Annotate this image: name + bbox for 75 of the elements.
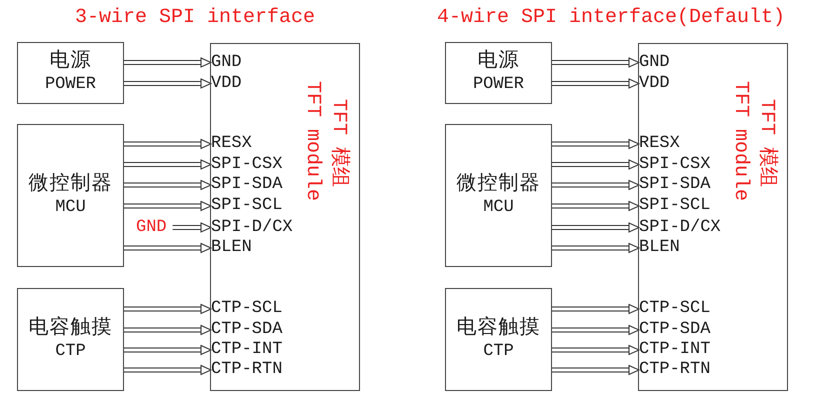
arrow — [124, 345, 212, 355]
vertical-label: TFT module — [301, 80, 323, 202]
pin-label: CTP-SCL — [639, 300, 710, 318]
pin-label: SPI-SCL — [211, 197, 282, 215]
arrow — [124, 160, 212, 170]
pin-label: CTP-INT — [211, 341, 282, 359]
arrow — [124, 139, 212, 149]
component-box — [445, 124, 552, 267]
arrow — [552, 222, 640, 232]
box-label: 电容触摸 — [456, 316, 540, 340]
vertical-label: TFT 模组 — [755, 99, 777, 187]
pin-label: SPI-D/CX — [211, 218, 293, 236]
pin-label: BLEN — [639, 239, 680, 257]
pin-label: CTP-SDA — [639, 321, 710, 339]
arrow — [124, 304, 212, 314]
component-box — [17, 42, 124, 104]
arrow — [124, 243, 212, 253]
pin-label: CTP-RTN — [211, 361, 282, 379]
text-label: 3-wire SPI interface — [75, 6, 316, 30]
vertical-label: TFT 模组 — [327, 99, 349, 187]
box-label: 电容触摸 — [28, 316, 112, 340]
module-box — [210, 43, 360, 391]
pin-label: GND — [211, 54, 242, 72]
box-label: MCU — [55, 196, 86, 218]
pin-label: SPI-D/CX — [639, 218, 721, 236]
box-label: 电源 — [50, 50, 92, 73]
component-box — [17, 288, 124, 391]
box-label: CTP — [55, 340, 86, 362]
signal-label: GND — [136, 218, 167, 236]
pin-label: SPI-CSX — [639, 156, 710, 174]
box-label: CTP — [483, 340, 514, 362]
pin-label: SPI-SDA — [639, 176, 710, 194]
text-label: 4-wire SPI interface(Default) — [437, 6, 786, 30]
component-box — [445, 42, 552, 104]
pin-label: VDD — [211, 74, 242, 92]
arrow — [552, 243, 640, 253]
pin-label: RESX — [211, 135, 252, 153]
arrow — [124, 325, 212, 335]
pin-label: VDD — [639, 74, 670, 92]
box-label: 微控制器 — [456, 172, 540, 196]
pin-label: CTP-INT — [639, 341, 710, 359]
pin-label: BLEN — [211, 239, 252, 257]
pin-label: RESX — [639, 135, 680, 153]
pin-label: SPI-SCL — [639, 197, 710, 215]
arrow — [552, 201, 640, 211]
arrow — [124, 58, 212, 68]
component-box — [17, 124, 124, 267]
arrow — [552, 325, 640, 335]
arrow — [124, 78, 212, 88]
box-label: 微控制器 — [28, 172, 112, 196]
arrow — [552, 78, 640, 88]
arrow — [552, 180, 640, 190]
arrow — [552, 345, 640, 355]
arrow — [124, 201, 212, 211]
arrow — [552, 139, 640, 149]
pin-label: CTP-SDA — [211, 321, 282, 339]
component-box — [445, 288, 552, 391]
box-label: POWER — [44, 74, 96, 96]
arrow — [124, 180, 212, 190]
pin-label: GND — [639, 54, 670, 72]
box-label: MCU — [483, 196, 514, 218]
arrow — [552, 160, 640, 170]
pin-label: SPI-CSX — [211, 156, 282, 174]
vertical-label: TFT module — [729, 80, 751, 202]
pin-label: CTP-RTN — [639, 361, 710, 379]
module-box — [638, 43, 788, 391]
arrow — [552, 58, 640, 68]
arrow — [124, 365, 212, 375]
arrow — [552, 365, 640, 375]
arrow — [172, 222, 212, 232]
pin-label: SPI-SDA — [211, 176, 282, 194]
box-label: POWER — [472, 74, 524, 96]
box-label: 电源 — [478, 50, 520, 73]
arrow — [552, 304, 640, 314]
pin-label: CTP-SCL — [211, 300, 282, 318]
